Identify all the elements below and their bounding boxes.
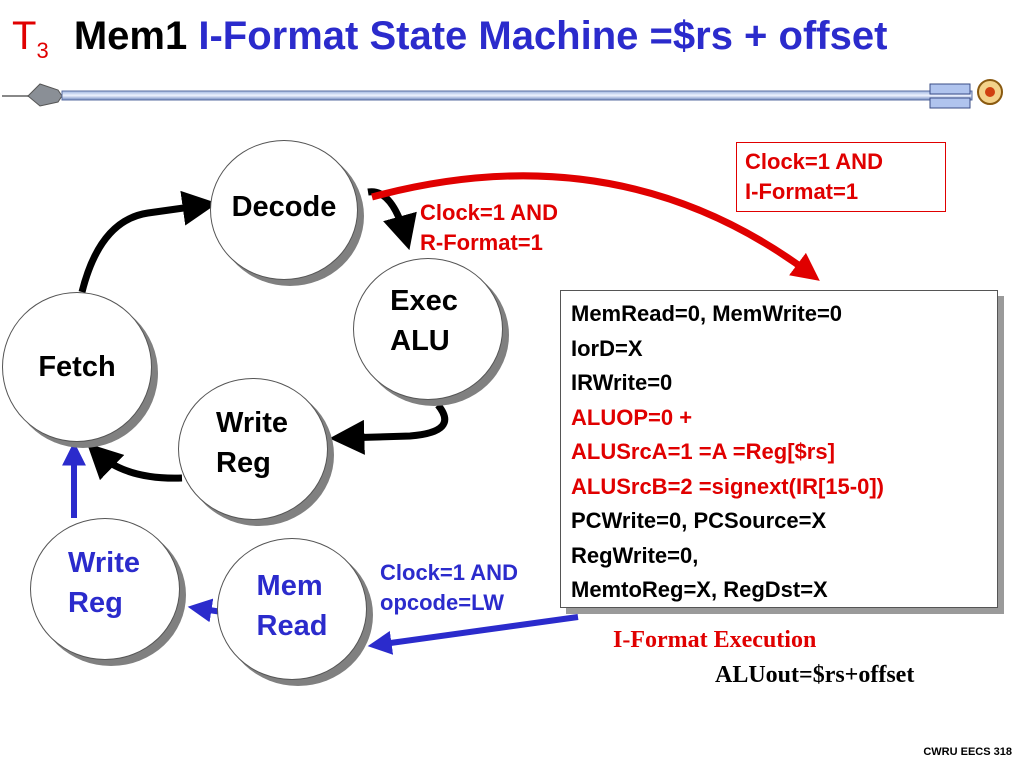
state-exec-alu: Exec ALU: [353, 258, 503, 400]
ship-icon: [27, 83, 63, 107]
signal-line: MemtoReg=X, RegDst=X: [571, 577, 828, 602]
signal-line: PCWrite=0, PCSource=X: [571, 508, 827, 533]
state-decode: Decode: [210, 140, 358, 280]
arrow-decode-to-iformat: [371, 172, 820, 281]
state-write-reg: Write Reg: [178, 378, 328, 520]
execution-heading: I-Format Execution: [613, 627, 817, 653]
signal-line: RegWrite=0,: [571, 542, 699, 568]
title-rest: I-Format State Machine =$rs + offset: [198, 14, 888, 58]
iformat-condition: Clock=1 AND I-Format=1: [736, 142, 946, 212]
arrow-writereg-to-fetch: [86, 443, 183, 482]
arrow-fetch-to-decode: [78, 190, 218, 293]
title-t: T3: [12, 14, 49, 63]
signal-line: ALUOP=0 +: [571, 404, 693, 430]
arrow-exec-to-writereg: [329, 402, 449, 455]
state-write-reg-memory: Write Reg: [30, 518, 180, 660]
lw-condition: Clock=1 AND opcode=LW: [380, 560, 518, 615]
signal-line: MemRead=0, MemWrite=0: [571, 301, 843, 326]
signal-line: IorD=X: [571, 335, 643, 361]
title-mem: Mem1: [73, 14, 188, 58]
arrow-decode-to-exec: [367, 188, 417, 251]
signal-line: ALUSrcB=2 =signext(IR[15-0]): [571, 473, 884, 499]
signal-line: ALUSrcA=1 =A =Reg[$rs]: [571, 439, 835, 464]
slide-title: T3 Mem1 I-Format State Machine =$rs + of…: [12, 14, 887, 64]
execution-equation: ALUout=$rs+offset: [715, 662, 915, 688]
state-mem-read: Mem Read: [217, 538, 367, 680]
starship-divider: [2, 79, 1003, 109]
control-signals-panel: MemRead=0, MemWrite=0 IorD=X IRWrite=0 A…: [560, 290, 998, 608]
arrow-iformat-to-memread: [367, 614, 579, 655]
rformat-condition: Clock=1 AND R-Format=1: [420, 200, 558, 255]
state-fetch: Fetch: [2, 292, 152, 442]
footer-course: CWRU EECS 318: [923, 746, 1012, 758]
signal-line: IRWrite=0: [571, 370, 673, 395]
